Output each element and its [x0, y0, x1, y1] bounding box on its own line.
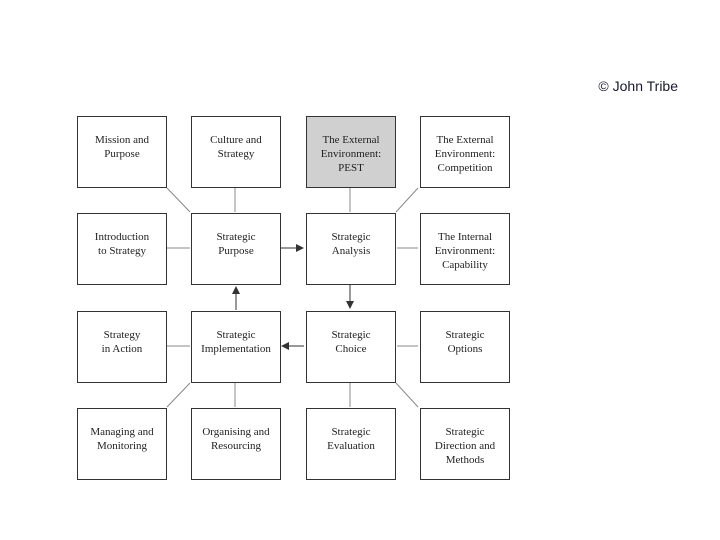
- box-external-competition: The External Environment: Competition: [420, 116, 510, 188]
- connector-mission-to-purpose: [166, 187, 191, 213]
- box-intro-strategy: Introduction to Strategy: [77, 213, 167, 285]
- box-external-pest: The External Environment: PEST: [306, 116, 396, 188]
- box-strategic-analysis: Strategic Analysis: [306, 213, 396, 285]
- box-strategy-action: Strategy in Action: [77, 311, 167, 383]
- box-strategic-implementation: Strategic Implementation: [191, 311, 281, 383]
- box-culture-strategy: Culture and Strategy: [191, 116, 281, 188]
- box-strategic-evaluation: Strategic Evaluation: [306, 408, 396, 480]
- connector-managing-to-implementation: [166, 382, 191, 408]
- connector-direction-to-choice: [395, 382, 419, 408]
- connector-competition-to-analysis: [395, 187, 419, 213]
- box-strategic-options: Strategic Options: [420, 311, 510, 383]
- box-organising-resourcing: Organising and Resourcing: [191, 408, 281, 480]
- box-strategic-direction: Strategic Direction and Methods: [420, 408, 510, 480]
- box-internal-capability: The Internal Environment: Capability: [420, 213, 510, 285]
- box-mission-purpose: Mission and Purpose: [77, 116, 167, 188]
- box-strategic-purpose: Strategic Purpose: [191, 213, 281, 285]
- copyright-label: © John Tribe: [598, 78, 678, 94]
- box-strategic-choice: Strategic Choice: [306, 311, 396, 383]
- box-managing-monitoring: Managing and Monitoring: [77, 408, 167, 480]
